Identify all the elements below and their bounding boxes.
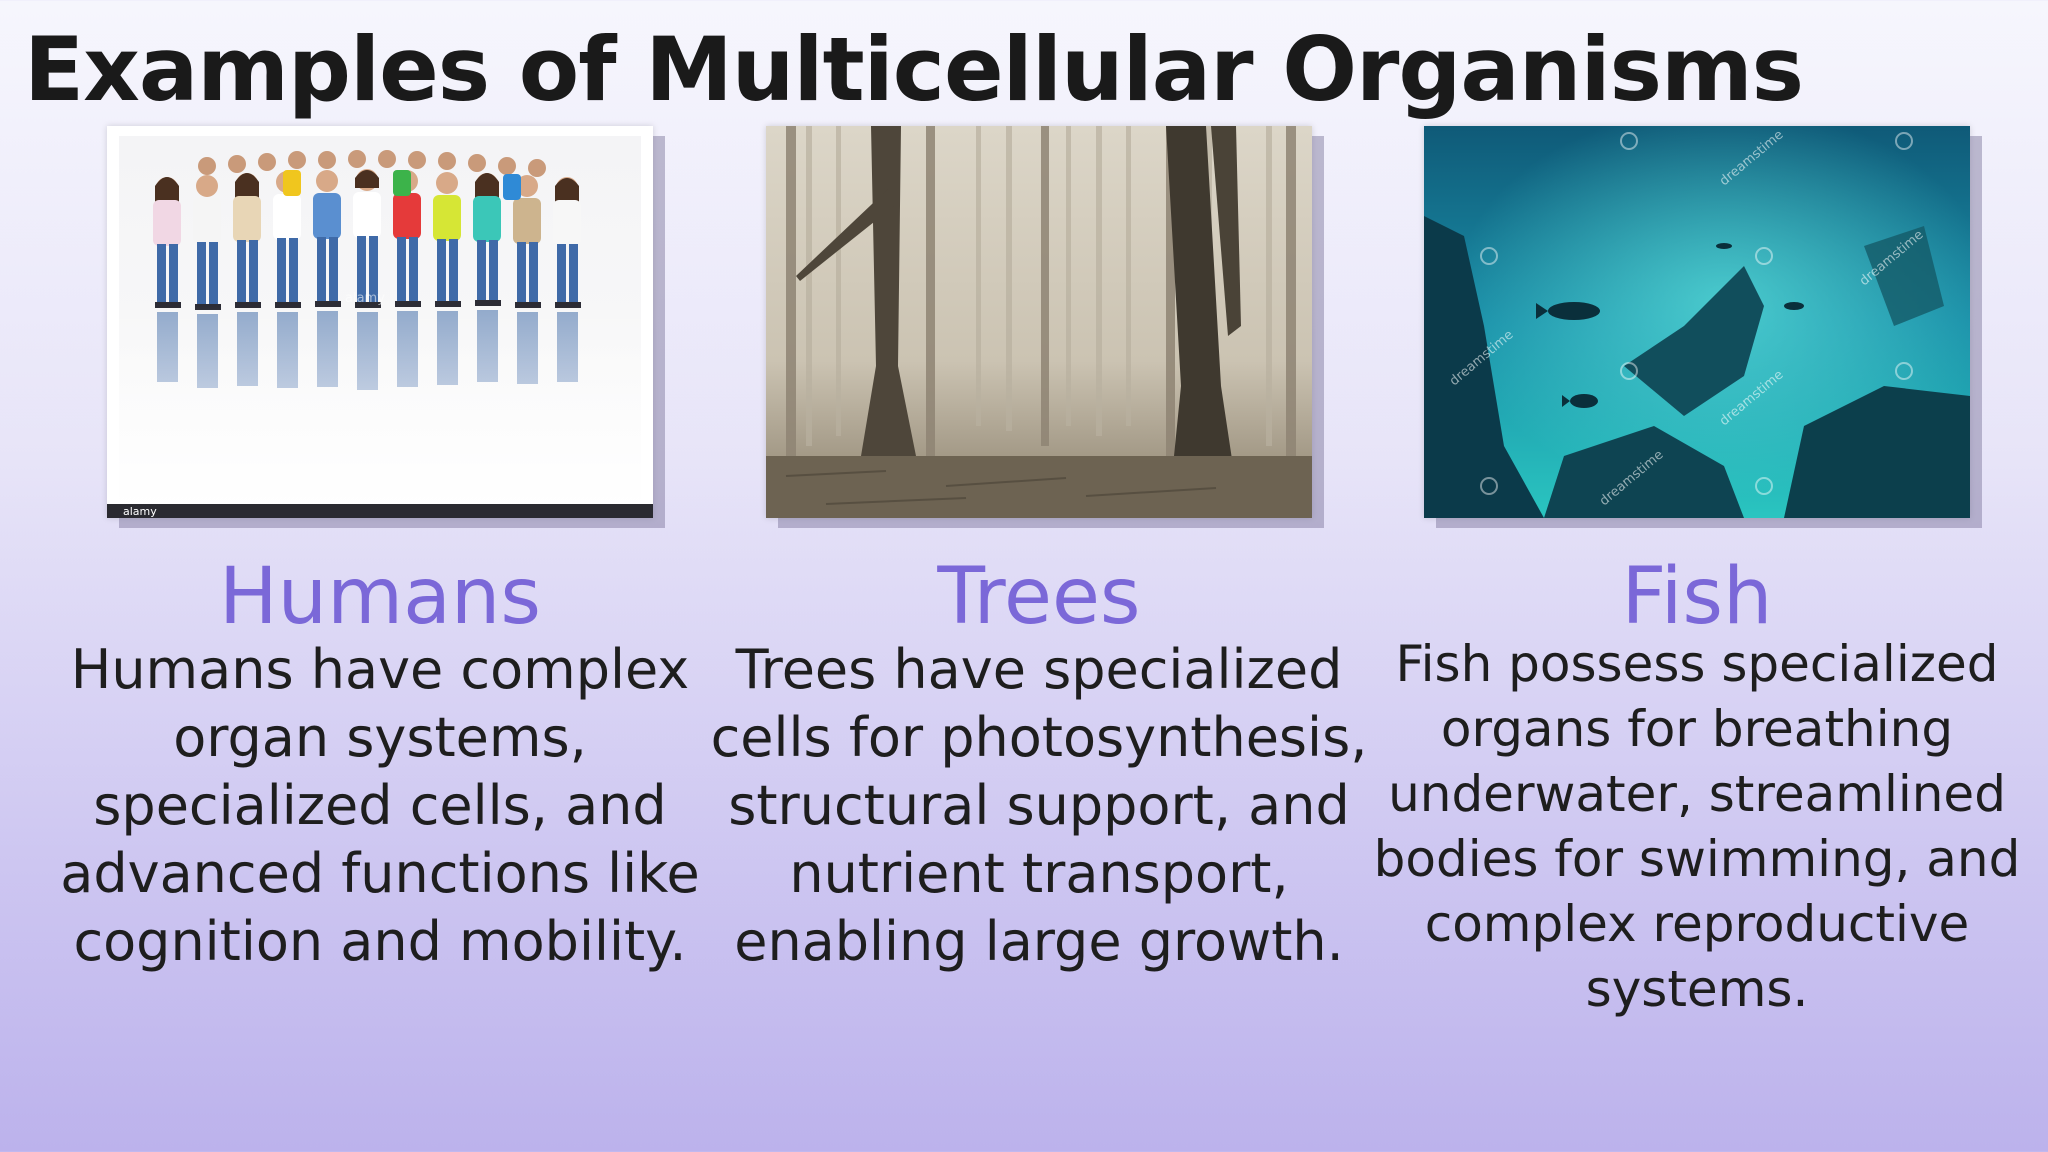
crowd-of-people-photo: alamy alamy <box>107 126 653 518</box>
humans-photo: alamy alamy <box>107 126 653 518</box>
stock-footer-label: alamy <box>123 505 157 518</box>
column-humans: alamy alamy Humans Humans have complex o… <box>60 126 700 973</box>
fish-photo: dreamstime dreamstime dreamstime dreamst… <box>1424 126 1970 518</box>
slide-title: Examples of Multicellular Organisms <box>24 18 1804 121</box>
stock-watermark: alamy <box>345 291 385 306</box>
column-fish: dreamstime dreamstime dreamstime dreamst… <box>1374 126 2020 1018</box>
trees-description: Trees have specialized cells for photosy… <box>710 638 1368 973</box>
humans-description: Humans have complex organ systems, speci… <box>60 638 700 973</box>
humans-heading: Humans <box>219 552 541 642</box>
misty-forest-photo <box>766 126 1312 518</box>
fish-heading: Fish <box>1621 552 1773 642</box>
trees-photo <box>766 126 1312 518</box>
underwater-reef-photo: dreamstime dreamstime dreamstime dreamst… <box>1424 126 1970 518</box>
trees-heading: Trees <box>937 552 1141 642</box>
fish-description: Fish possess specialized organs for brea… <box>1373 635 2021 1018</box>
column-trees: Trees Trees have specialized cells for p… <box>711 126 1367 973</box>
